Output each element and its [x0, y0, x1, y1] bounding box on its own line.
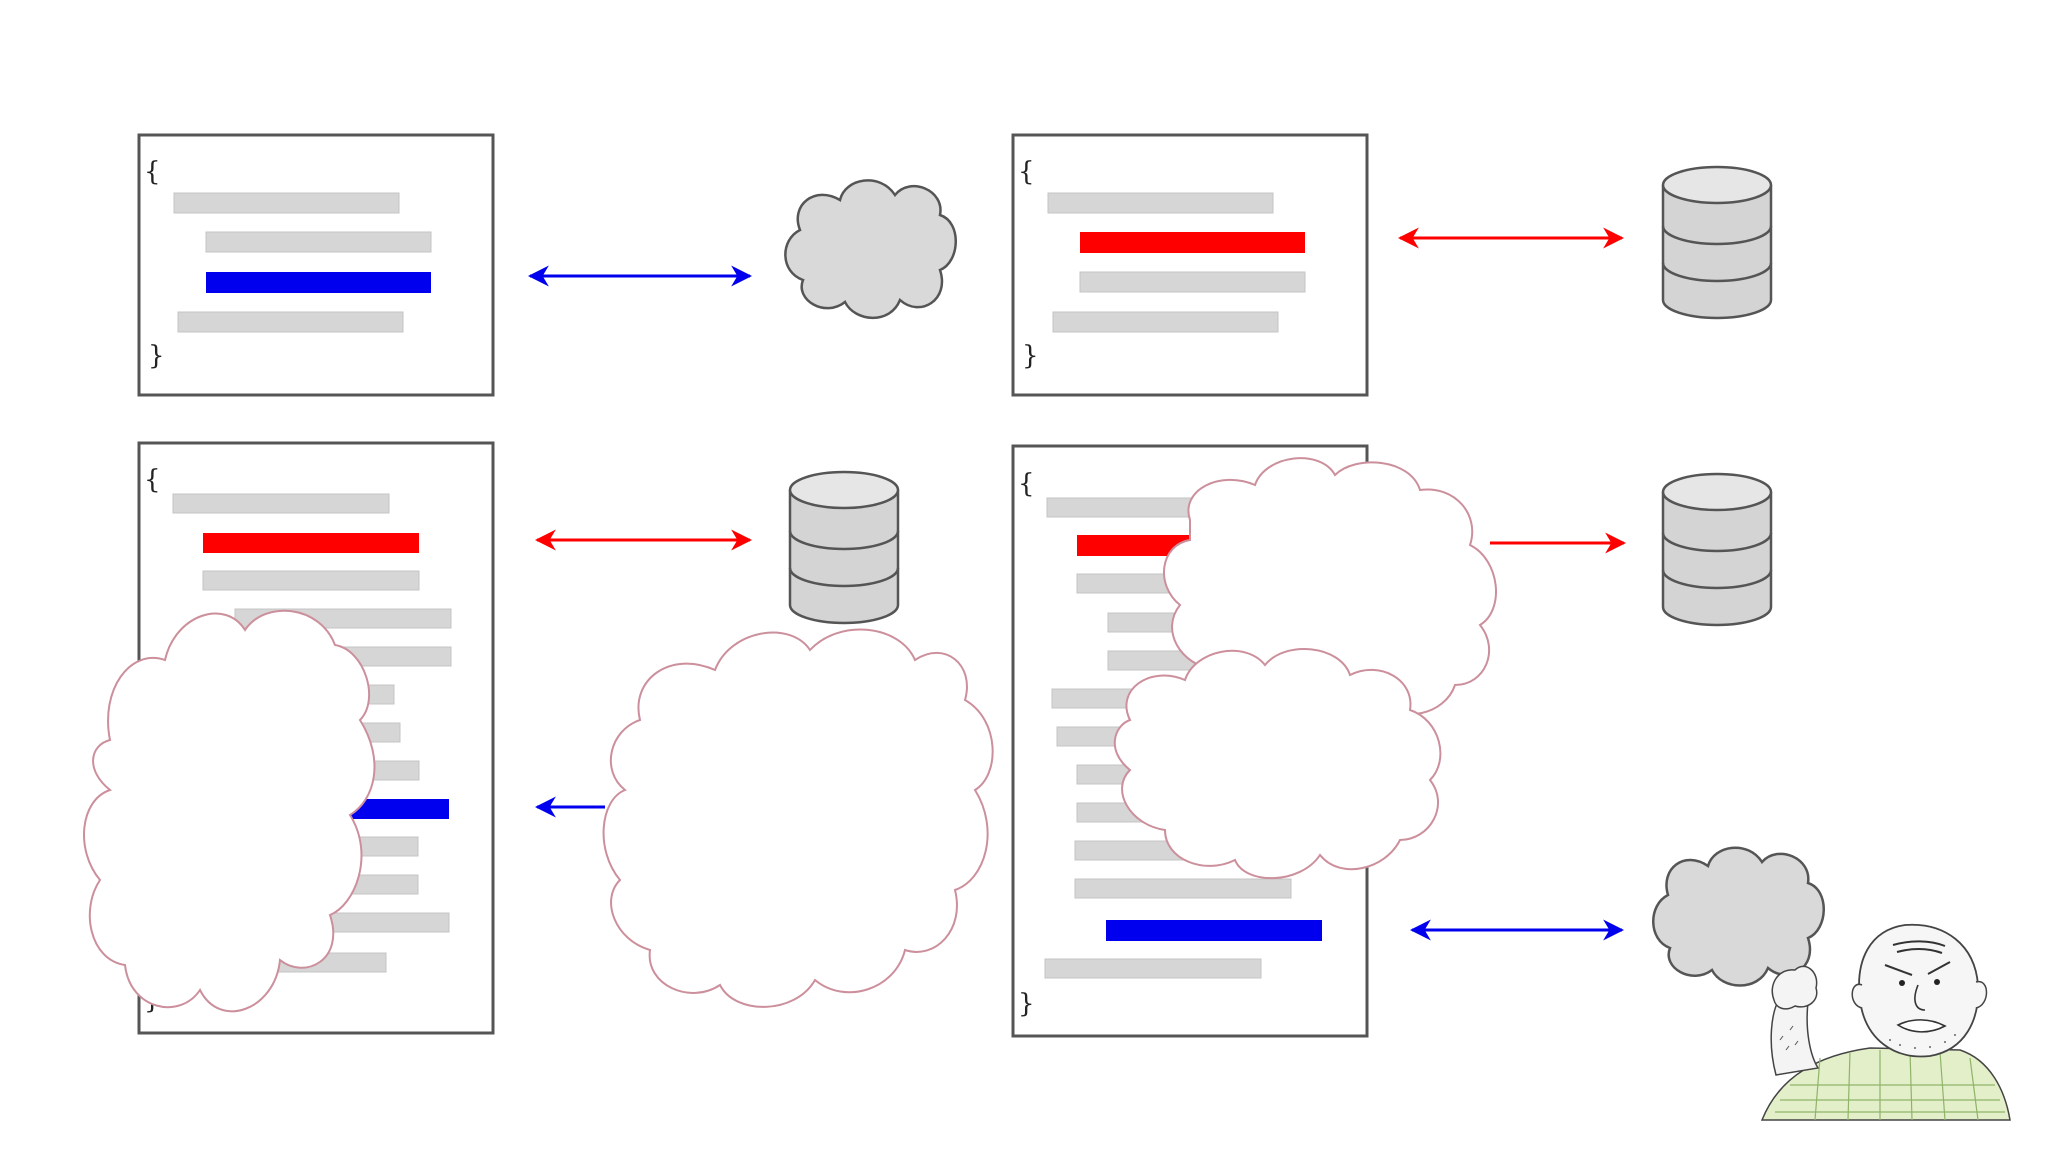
open-brace: { — [1018, 157, 1035, 187]
close-brace: } — [1018, 989, 1035, 1019]
code-line — [205, 231, 432, 253]
code-line — [1047, 192, 1274, 214]
code-panel-top-left: { } — [137, 133, 495, 397]
obscuring-cloud — [1113, 648, 1442, 880]
close-brace: } — [148, 341, 165, 371]
obscuring-cloud — [83, 609, 376, 1013]
angry-man-illustration — [1760, 923, 2011, 1121]
obscuring-cloud — [602, 628, 994, 1008]
close-brace: } — [1022, 341, 1039, 371]
code-line — [1052, 311, 1279, 333]
open-brace: { — [144, 465, 161, 495]
code-line — [1079, 271, 1306, 293]
open-brace: { — [1018, 469, 1035, 499]
open-brace: { — [144, 157, 161, 187]
code-line — [1044, 958, 1262, 979]
code-panel-top-right: { } — [1011, 133, 1369, 397]
network-cloud-icon — [784, 179, 957, 320]
database-icon — [1661, 165, 1773, 320]
code-line — [173, 192, 400, 214]
code-line — [172, 493, 390, 514]
database-icon — [1661, 472, 1773, 627]
network-cloud-icon — [1652, 846, 1825, 987]
code-line-highlight-red — [203, 533, 419, 553]
code-line-highlight-blue — [206, 272, 431, 293]
code-line — [177, 311, 404, 333]
database-icon — [788, 470, 900, 625]
code-line-highlight-red — [1080, 232, 1305, 253]
code-line — [202, 570, 420, 591]
code-line-highlight-blue — [1106, 920, 1322, 941]
code-line — [1074, 878, 1292, 899]
